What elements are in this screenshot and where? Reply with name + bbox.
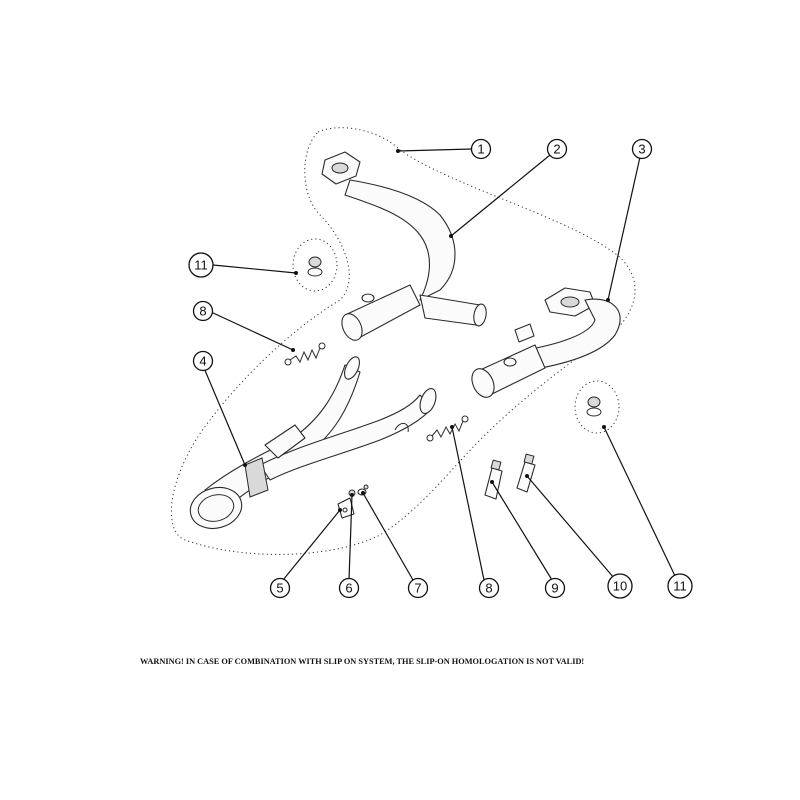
svg-text:7: 7 — [414, 581, 421, 596]
svg-text:4: 4 — [199, 354, 206, 369]
callout-2: 2 — [546, 138, 568, 160]
sensor-plug-right — [586, 396, 602, 417]
leader-lines — [203, 148, 677, 581]
sensor-plug-boundary-left — [292, 238, 338, 292]
svg-text:11: 11 — [194, 258, 208, 273]
callout-1: 1 — [470, 138, 492, 160]
callout-8-lower: 8 — [478, 577, 500, 599]
collector-y-pipe — [189, 356, 437, 530]
callout-11-lower: 11 — [667, 573, 693, 599]
svg-text:2: 2 — [553, 142, 560, 157]
callout-11-upper: 11 — [188, 252, 214, 278]
svg-text:9: 9 — [551, 581, 558, 596]
rear-header-pipe — [471, 287, 621, 398]
spring-lower — [426, 415, 469, 442]
svg-text:6: 6 — [345, 581, 352, 596]
svg-text:11: 11 — [673, 579, 687, 594]
front-header-pipe — [321, 151, 487, 341]
callout-5: 5 — [269, 577, 291, 599]
svg-text:8: 8 — [485, 581, 492, 596]
svg-text:1: 1 — [477, 142, 484, 157]
callout-6: 6 — [338, 577, 360, 599]
callout-8-upper: 8 — [192, 300, 214, 322]
callout-10: 10 — [607, 573, 633, 599]
svg-text:10: 10 — [613, 579, 627, 594]
warning-note: WARNING! IN CASE OF COMBINATION WITH SLI… — [140, 657, 585, 666]
bracket — [337, 497, 355, 519]
callout-9: 9 — [544, 577, 566, 599]
svg-text:8: 8 — [199, 304, 206, 319]
callout-7: 7 — [407, 577, 429, 599]
spring-upper — [284, 342, 326, 366]
sensor-plug-boundary-right — [574, 380, 620, 434]
svg-text:5: 5 — [276, 581, 283, 596]
svg-text:3: 3 — [638, 142, 645, 157]
sensor-plug-left — [307, 256, 323, 277]
callout-4: 4 — [192, 350, 214, 372]
grease-tube — [516, 453, 536, 493]
callout-3: 3 — [631, 138, 653, 160]
